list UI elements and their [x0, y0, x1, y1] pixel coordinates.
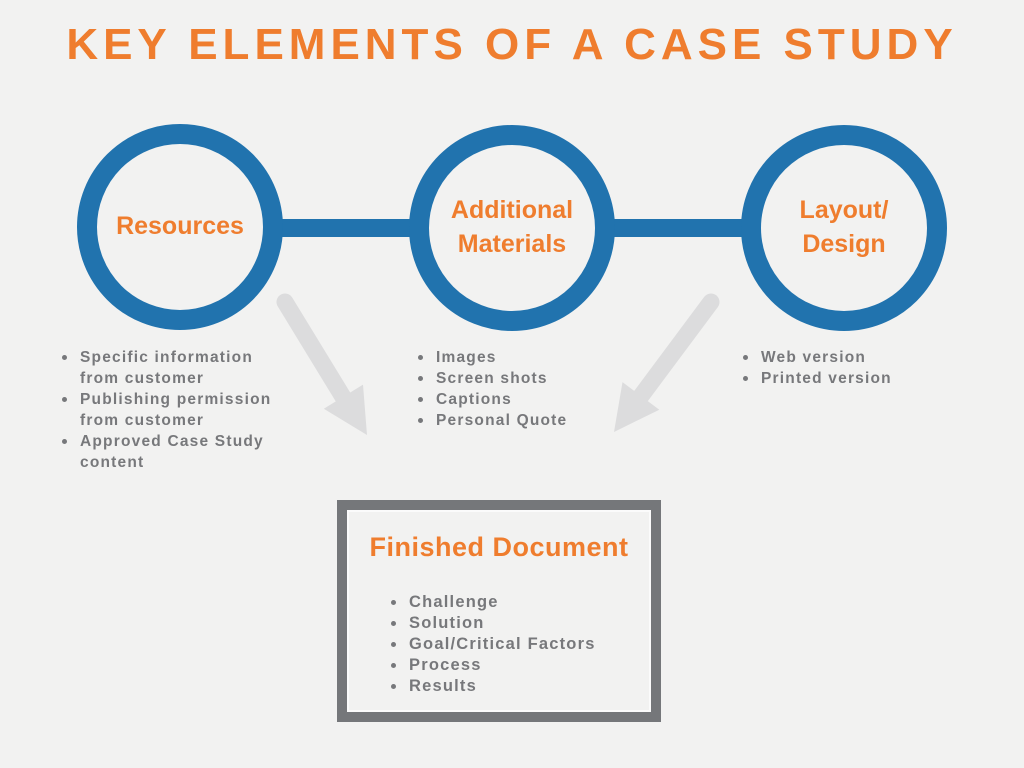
node-label-resources: Resources: [116, 210, 244, 244]
arrow-down-right-icon: [276, 293, 367, 435]
list-item: Challenge: [385, 592, 635, 613]
list-item: Publishing permission from customer: [56, 389, 296, 431]
list-item: Results: [385, 676, 635, 697]
node-label-layout-design: Layout/ Design: [800, 194, 889, 262]
finished-document-list: Challenge Solution Goal/Critical Factors…: [385, 592, 635, 697]
list-item: Process: [385, 655, 635, 676]
connector-line-1: [270, 219, 420, 237]
node-label-line: Resources: [116, 212, 244, 241]
list-item: Screen shots: [412, 368, 672, 389]
list-item: Captions: [412, 389, 672, 410]
arrow-down-left-icon: [614, 293, 720, 432]
list-item: Images: [412, 347, 672, 368]
list-item: Personal Quote: [412, 410, 672, 431]
list-item: Web version: [737, 347, 987, 368]
connector-line-2: [605, 219, 755, 237]
list-item: Solution: [385, 613, 635, 634]
node-circle-additional-materials: Additional Materials: [409, 125, 615, 331]
page-title: KEY ELEMENTS OF A CASE STUDY: [66, 20, 958, 69]
list-item: Printed version: [737, 368, 987, 389]
node-label-additional-materials: Additional Materials: [451, 194, 573, 262]
node-label-line: Design: [802, 230, 886, 258]
node-label-line: Layout/: [799, 196, 889, 225]
list-item: Specific information from customer: [56, 347, 296, 389]
node-circle-layout-design: Layout/ Design: [741, 125, 947, 331]
node-label-line: Additional: [450, 196, 574, 225]
list-item: Goal/Critical Factors: [385, 634, 635, 655]
node-label-line: Materials: [457, 230, 567, 258]
finished-document-title: Finished Document: [369, 532, 629, 562]
resources-list: Specific information from customer Publi…: [56, 347, 296, 473]
list-item: Approved Case Study content: [56, 431, 296, 473]
finished-document-box: Finished Document Challenge Solution Goa…: [337, 500, 661, 722]
additional-materials-list: Images Screen shots Captions Personal Qu…: [412, 347, 672, 431]
layout-design-list: Web version Printed version: [737, 347, 987, 389]
node-circle-resources: Resources: [77, 124, 283, 330]
